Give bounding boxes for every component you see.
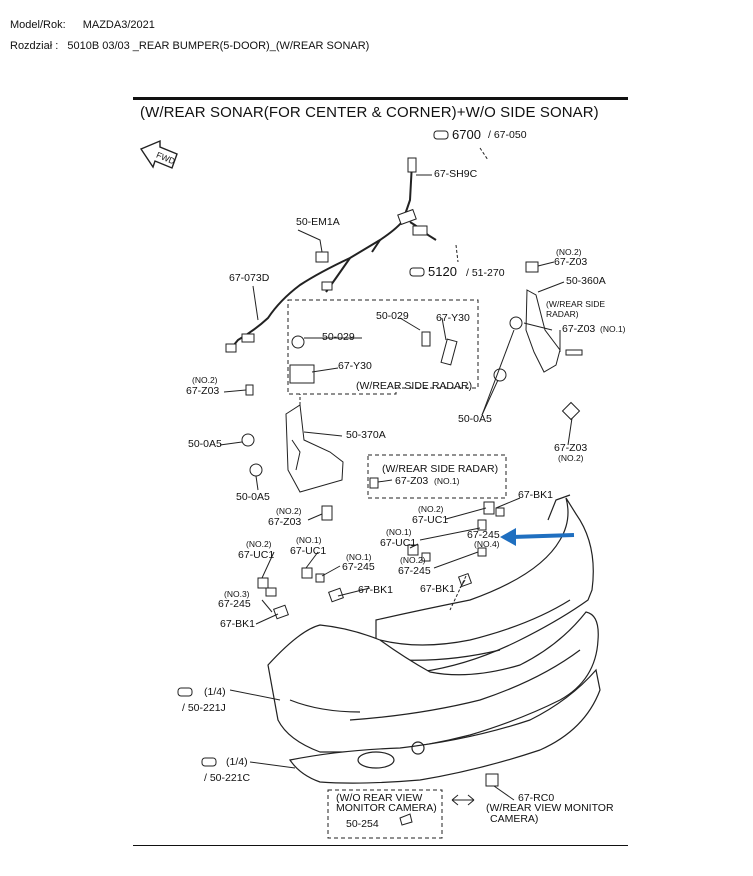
ref-5120-number: 5120 [428, 264, 457, 279]
header-model: Model/Rok: MAZDA3/2021 [10, 19, 155, 31]
label-67-z03-c: 67-Z03 [395, 475, 429, 487]
label-50-0a5-b: 50-0A5 [236, 491, 270, 503]
bracket-370a [285, 404, 344, 493]
highlight-arrow-icon [500, 528, 575, 546]
label-67-rc0: 67-RC0 [518, 792, 555, 804]
wiring-harness [227, 162, 437, 353]
label-67-bk1-c: 67-BK1 [358, 584, 394, 596]
label-uc1-c-no: (NO.2) [246, 539, 272, 549]
note-side-radar-b: (W/REAR SIDE RADAR) [382, 463, 499, 475]
label-67-245-b: 67-245 [398, 565, 431, 577]
frame-top-rule [133, 97, 628, 100]
label-67-z03-f: 67-Z03 [554, 442, 588, 454]
ref-5120-part: / 51-270 [466, 267, 505, 279]
label-z03-d-no: (NO.2) [556, 247, 582, 257]
label-z03-c-no: (NO.1) [434, 476, 460, 486]
label-67-y30-a: 67-Y30 [338, 360, 372, 372]
label-67-z03-e: 67-Z03 [562, 323, 596, 335]
ref-6700-part: / 67-050 [488, 129, 527, 141]
label-uc1-d-no: (NO.1) [296, 535, 322, 545]
model-label: Model/Rok: [10, 19, 66, 31]
note-camera-2: CAMERA) [490, 813, 539, 825]
label-67-bk1-b: 67-BK1 [420, 583, 456, 595]
label-50-029-b: 50-029 [376, 310, 409, 322]
label-245-b-no: (NO.2) [400, 555, 426, 565]
label-50-em1a: 50-EM1A [296, 216, 340, 228]
label-67-245-d: 67-245 [218, 598, 251, 610]
label-67-uc1-a: 67-UC1 [412, 514, 449, 526]
label-uc1-b-no: (NO.1) [386, 527, 412, 537]
diagram-title: (W/REAR SONAR(FOR CENTER & CORNER)+W/O S… [140, 104, 599, 121]
label-50-0a5-a: 50-0A5 [188, 438, 222, 450]
note-no-camera-1: (W/O REAR VIEW [336, 792, 423, 804]
fwd-arrow-icon [139, 139, 178, 169]
ref-221j-part: / 50-221J [182, 702, 226, 714]
label-67-z03-a: 67-Z03 [186, 385, 220, 397]
label-50-370a: 50-370A [346, 429, 386, 441]
label-67-uc1-c: 67-UC1 [238, 549, 275, 561]
section-label: Rozdział : [10, 40, 59, 52]
label-245-a-no: (NO.4) [474, 539, 500, 549]
note-no-camera-2: MONITOR CAMERA) [336, 802, 437, 814]
label-z03-b-no: (NO.2) [276, 506, 302, 516]
label-67-z03-b: 67-Z03 [268, 516, 302, 528]
label-50-360a: 50-360A [566, 275, 606, 287]
label-50-029-a: 50-029 [322, 331, 355, 343]
label-245-c-no: (NO.1) [346, 552, 372, 562]
label-67-uc1-d: 67-UC1 [290, 545, 327, 557]
label-67-bk1-a: 67-BK1 [518, 489, 554, 501]
frame-bottom-rule [133, 845, 628, 846]
section-value: 5010B 03/03 _REAR BUMPER(5-DOOR)_(W/REAR… [67, 40, 370, 52]
label-67-sh9c: 67-SH9C [434, 168, 478, 180]
label-67-z03-d: 67-Z03 [554, 256, 588, 268]
label-50-0a5-c: 50-0A5 [458, 413, 492, 425]
label-67-073d: 67-073D [229, 272, 270, 284]
label-67-245-a: 67-245 [467, 529, 500, 541]
rear-bumper-upper [375, 494, 594, 673]
label-67-245-c: 67-245 [342, 561, 375, 573]
label-z03-a-no: (NO.2) [192, 375, 218, 385]
ref-icons [177, 130, 449, 767]
ref-221c-fraction: (1/4) [226, 756, 248, 768]
label-67-y30-b: 67-Y30 [436, 312, 470, 324]
label-uc1-a-no: (NO.2) [418, 504, 444, 514]
note-side-radar-c1: (W/REAR SIDE [546, 299, 606, 309]
label-67-bk1-d: 67-BK1 [220, 618, 256, 630]
label-z03-f-no: (NO.2) [558, 453, 584, 463]
label-50-254: 50-254 [346, 818, 379, 830]
header-section: Rozdział : 5010B 03/03 _REAR BUMPER(5-DO… [10, 40, 369, 52]
bracket-360a [525, 289, 561, 373]
label-67-uc1-b: 67-UC1 [380, 537, 417, 549]
ref-221j-fraction: (1/4) [204, 686, 226, 698]
label-z03-e-no: (NO.1) [600, 324, 626, 334]
ref-6700-number: 6700 [452, 127, 481, 142]
note-side-radar-a: (W/REAR SIDE RADAR) [356, 380, 473, 392]
model-value: MAZDA3/2021 [82, 19, 155, 31]
ref-221c-part: / 50-221C [204, 772, 251, 784]
label-245-d-no: (NO.3) [224, 589, 250, 599]
note-side-radar-c2: RADAR) [546, 309, 579, 319]
rear-under-panel [289, 668, 601, 784]
note-camera-1: (W/REAR VIEW MONITOR [486, 802, 614, 814]
